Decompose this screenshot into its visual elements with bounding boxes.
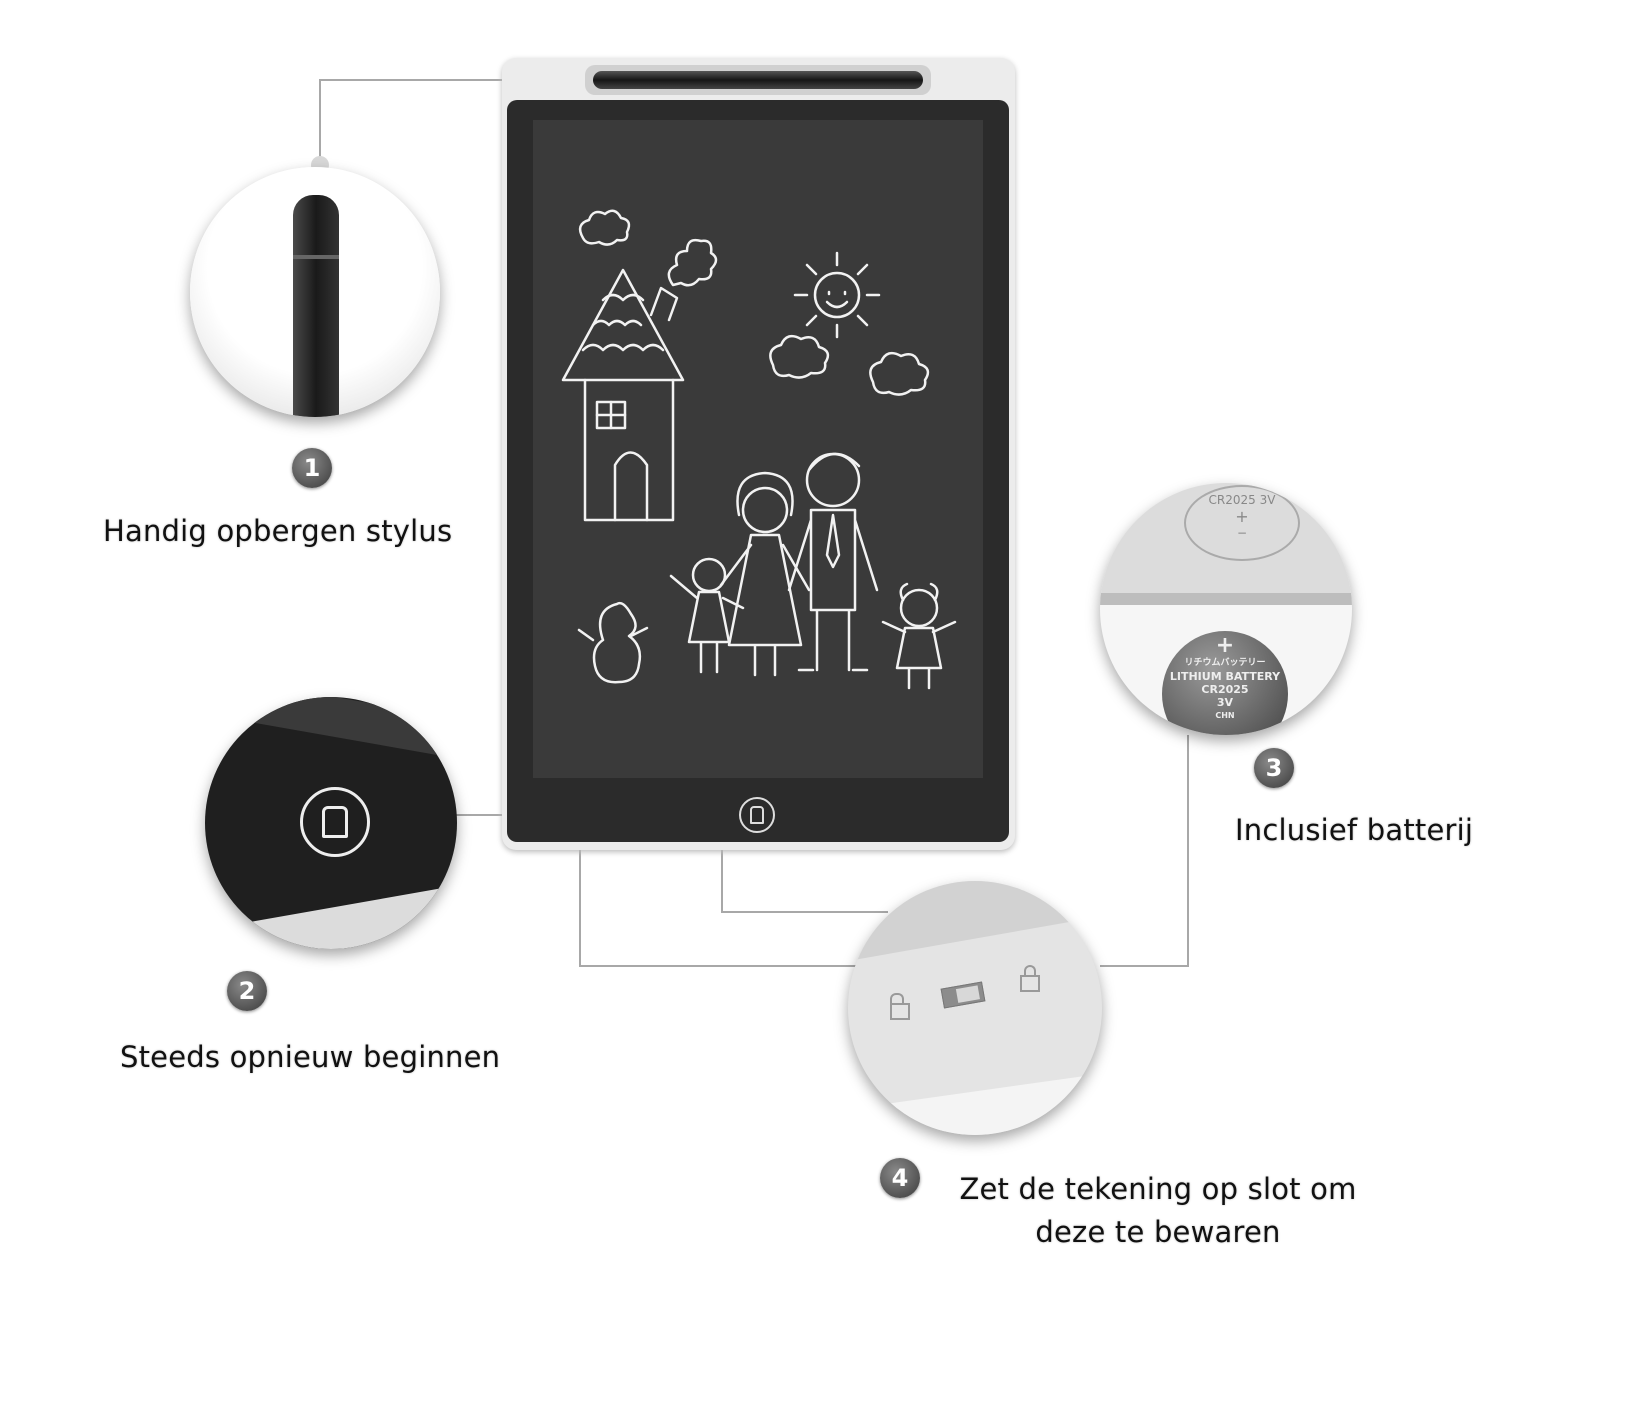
child-head: [899, 588, 939, 628]
feature-badge-3: 3: [1254, 748, 1294, 788]
feature-label-lock-line1: Zet de tekening op slot om: [959, 1172, 1357, 1206]
eraser-icon: [322, 806, 348, 838]
eraser-detail-circle: [205, 697, 457, 949]
house-roof: [561, 268, 685, 382]
sun: [813, 271, 861, 319]
stylus-slot: [585, 65, 931, 95]
cloud: [869, 351, 930, 396]
lcd-tablet: [502, 58, 1015, 850]
cloud: [769, 334, 830, 379]
feature-label-battery: Inclusief batterij: [1235, 813, 1474, 847]
unlock-icon: [890, 993, 910, 1020]
lock-switch[interactable]: [940, 981, 986, 1009]
house-walls: [583, 378, 675, 522]
feature-badge-2: 2: [227, 971, 267, 1011]
cloud-small: [578, 209, 631, 246]
feature-label-stylus: Handig opbergen stylus: [103, 514, 453, 548]
feature-label-lock-line2: deze te bewaren: [1035, 1215, 1281, 1249]
door: [613, 451, 649, 522]
screen-bezel: [507, 100, 1009, 842]
drawing-area: [533, 120, 983, 778]
lock-switch-icon: [955, 985, 980, 1003]
connector-lock-1: [579, 848, 860, 967]
feature-label-eraser: Steeds opnieuw beginnen: [120, 1040, 501, 1074]
battery-holder: CR2025 3V + −: [1184, 485, 1300, 561]
doodle-drawing: [561, 209, 957, 690]
stylus-detail-circle: [190, 167, 440, 417]
stylus-pen: [593, 71, 923, 89]
feature-label-lock: Zet de tekening op slot om deze te bewar…: [948, 1168, 1368, 1254]
father-head: [805, 452, 861, 508]
smoke: [667, 238, 718, 287]
eraser-button-closeup: [300, 787, 370, 857]
connector-lock-2: [721, 848, 888, 913]
connector-battery: [1100, 735, 1189, 967]
dog: [577, 601, 649, 684]
mother-head: [741, 486, 789, 534]
stylus-pen-closeup: [293, 195, 339, 417]
lock-icon: [1020, 965, 1040, 992]
feature-badge-4: 4: [880, 1158, 920, 1198]
girl-head: [691, 557, 727, 593]
eraser-button[interactable]: [739, 797, 775, 833]
coin-battery: + リチウムバッテリー LITHIUM BATTERY CR2025 3V CH…: [1162, 631, 1288, 735]
connector-stylus: [319, 79, 505, 160]
eraser-button-icon: [750, 806, 764, 824]
feature-badge-1: 1: [292, 448, 332, 488]
lock-detail-circle: [848, 881, 1102, 1135]
battery-detail-circle: CR2025 3V + − + リチウムバッテリー LITHIUM BATTER…: [1100, 483, 1352, 735]
chimney: [649, 286, 679, 322]
